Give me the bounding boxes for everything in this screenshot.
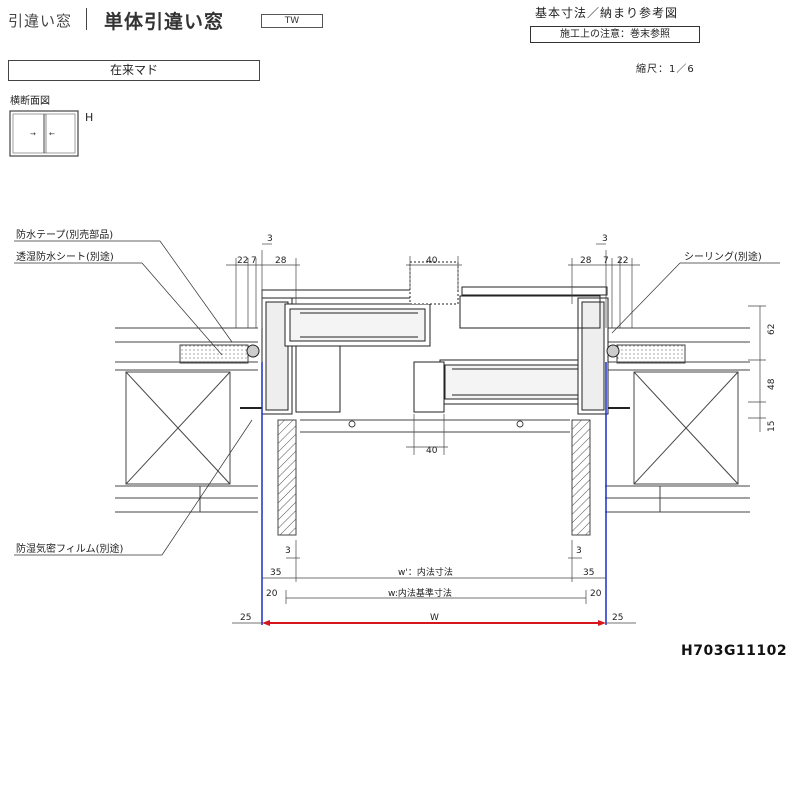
dim-right-35: 35	[583, 568, 594, 578]
left-jamb	[277, 419, 297, 536]
dim-top-left-22: 22	[237, 256, 248, 266]
dim-top-left-7: 7	[251, 256, 257, 266]
dim-top-right-7: 7	[603, 256, 609, 266]
drawing-type: 基本寸法／納まり参考図	[535, 6, 679, 20]
dim-top-right-3: 3	[602, 234, 608, 244]
construction-note: 施工上の注意：巻末参照	[530, 26, 700, 43]
dim-left-3: 3	[285, 546, 291, 556]
dim-right-15: 15	[767, 421, 777, 432]
dim-bottom-center-40: 40	[426, 446, 438, 456]
scale-label: 縮尺：1／6	[636, 64, 695, 75]
dim-right-25: 25	[612, 613, 623, 623]
dim-top-right-28: 28	[580, 256, 592, 266]
callout-leaders	[14, 240, 780, 556]
callout-waterproof-tape: 防水テープ(別売部品)	[16, 228, 113, 241]
dim-right-48: 48	[767, 378, 777, 390]
dim-left-35: 35	[270, 568, 281, 578]
dim-top-left-28: 28	[275, 256, 287, 266]
drawing-id: H703G11102	[681, 643, 788, 659]
dim-w-prime: w'：内法寸法	[398, 566, 453, 578]
product-title: 単体引違い窓	[104, 11, 225, 33]
dim-W: W	[430, 613, 439, 623]
callout-sealing: シーリング(別途)	[684, 250, 762, 263]
product-code-box: TW	[261, 14, 323, 28]
dimension-lines	[226, 243, 766, 624]
dim-top-center-40: 40	[426, 256, 438, 266]
install-type-box: 在来マド	[8, 60, 260, 81]
dim-right-62: 62	[767, 324, 777, 335]
dim-right-3: 3	[576, 546, 582, 556]
dim-w-ref: w:内法基準寸法	[388, 587, 452, 599]
dim-top-right-22: 22	[617, 256, 628, 266]
section-label: 横断面図	[10, 96, 50, 107]
dim-left-25: 25	[240, 613, 251, 623]
dim-top-left-3: 3	[267, 234, 273, 244]
window-icon: → ←	[9, 110, 79, 157]
callout-vapor-film: 防湿気密フィルム(別途)	[16, 542, 124, 555]
svg-text:←: ←	[49, 130, 55, 138]
right-jamb	[571, 419, 591, 536]
wall-structure	[115, 327, 750, 513]
dim-left-20: 20	[266, 589, 278, 599]
svg-text:→: →	[30, 130, 36, 138]
h-label: H	[85, 111, 94, 124]
callout-breathable-sheet: 透湿防水シート(別途)	[16, 250, 114, 263]
dim-right-20: 20	[590, 589, 602, 599]
series-title: 引違い窓	[8, 12, 73, 30]
window-frame-section	[246, 261, 620, 415]
title-separator	[86, 8, 87, 30]
